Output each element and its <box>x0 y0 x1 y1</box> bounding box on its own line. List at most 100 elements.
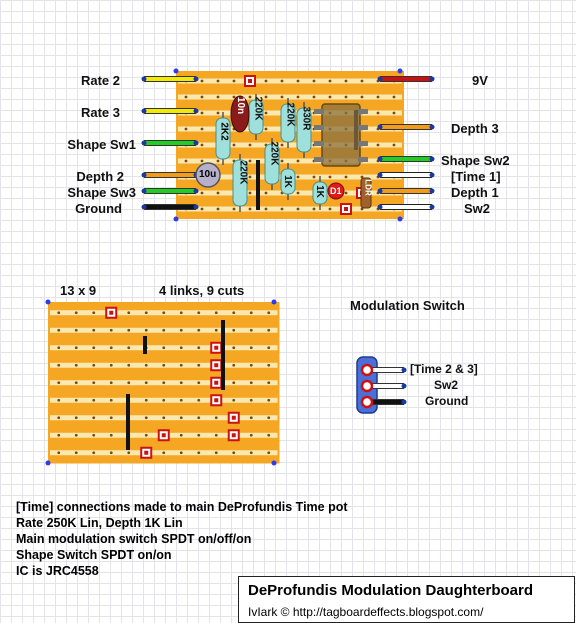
layout-board-hole <box>197 363 201 367</box>
main-board-hole <box>296 95 300 99</box>
main-board-hole <box>360 95 364 99</box>
resistor-2k2-label: 2K2 <box>218 122 230 141</box>
main-board-hole <box>200 143 204 147</box>
layout-board-hole <box>162 451 166 455</box>
strip-cut-center <box>248 79 252 83</box>
wire-depth-1-tip <box>377 188 383 194</box>
main-board-hole <box>312 207 316 211</box>
wire-rate-2-tip <box>141 76 147 82</box>
main-board-hole <box>216 191 220 195</box>
main-board-corner-dot <box>397 216 403 222</box>
layout-board-hole <box>109 416 113 420</box>
main-board-hole <box>376 143 380 147</box>
layout-board-hole <box>249 398 253 402</box>
layout-board-hole <box>144 328 148 332</box>
layout-board-hole <box>127 363 131 367</box>
layout-board-hole <box>127 451 131 455</box>
layout-board-hole <box>74 346 78 350</box>
main-board-hole <box>360 79 364 83</box>
main-board-hole <box>200 207 204 211</box>
layout-board-hole <box>249 311 253 315</box>
main-board-hole <box>328 95 332 99</box>
layout-board-hole <box>74 363 78 367</box>
main-board-hole <box>376 95 380 99</box>
layout-board-hole <box>197 416 201 420</box>
main-board-hole <box>248 175 252 179</box>
layout-cut-center <box>161 433 166 438</box>
main-board-copper-strip <box>178 158 402 164</box>
resistor-220k-d-label: 220K <box>237 160 249 185</box>
main-board-hole <box>376 111 380 115</box>
switch-wire-end <box>401 367 407 373</box>
main-board-hole <box>248 159 252 163</box>
label-ground: Ground <box>75 201 122 216</box>
main-board-corner-dot <box>397 68 403 74</box>
layout-board-hole <box>267 451 271 455</box>
layout-board-hole <box>197 346 201 350</box>
layout-board-corner-dot <box>271 299 277 305</box>
layout-board-hole <box>162 363 166 367</box>
layout-board-hole <box>249 328 253 332</box>
layout-board-hole <box>109 451 113 455</box>
main-board-hole <box>280 79 284 83</box>
layout-board-hole <box>57 416 61 420</box>
label-rate-2: Rate 2 <box>80 73 120 88</box>
layout-board-hole <box>144 398 148 402</box>
strip-cut-center <box>344 207 348 211</box>
main-board-hole <box>328 207 332 211</box>
main-board-components <box>195 94 372 212</box>
layout-board-hole <box>127 381 131 385</box>
layout-board-hole <box>232 328 236 332</box>
resistor-2k2 <box>215 117 231 160</box>
switch-lug <box>360 379 374 393</box>
main-board-copper-strip <box>178 206 402 212</box>
layout-board-hole <box>179 328 183 332</box>
wire-rate-3-tip <box>141 108 147 114</box>
capacitor-10u <box>195 162 221 188</box>
switch-lug <box>360 363 374 377</box>
layout-board-corner-dot <box>271 460 277 466</box>
main-board-hole <box>216 79 220 83</box>
layout-board-hole <box>109 398 113 402</box>
layout-cut-center <box>214 345 219 350</box>
layout-board-hole <box>127 346 131 350</box>
layout-board-hole <box>144 416 148 420</box>
layout-board-hole <box>92 311 96 315</box>
main-board-hole <box>392 111 396 115</box>
layout-board-hole <box>267 363 271 367</box>
resistor-1k-a <box>280 168 296 195</box>
layout-board-hole <box>267 433 271 437</box>
main-board-hole <box>184 127 188 131</box>
main-board-hole <box>200 95 204 99</box>
layout-board-hole <box>127 328 131 332</box>
label-shape-sw1: Shape Sw1 <box>67 137 136 152</box>
capacitor-10u-label: 10u <box>199 169 217 180</box>
main-board-hole <box>312 79 316 83</box>
layout-board-hole <box>197 381 201 385</box>
layout-board-hole <box>214 451 218 455</box>
main-board-hole <box>280 95 284 99</box>
layout-board-hole <box>74 328 78 332</box>
layout-board-hole <box>57 433 61 437</box>
main-board-hole <box>200 191 204 195</box>
diode-d1-label: D1 <box>330 186 342 196</box>
main-board-hole <box>200 79 204 83</box>
switch-wire-end <box>401 399 407 405</box>
note-line: IC is JRC4558 <box>16 564 99 578</box>
main-board-hole <box>264 79 268 83</box>
main-board-hole <box>248 207 252 211</box>
main-board-hole <box>264 111 268 115</box>
layout-stripboard <box>45 299 280 466</box>
layout-board-hole <box>144 433 148 437</box>
layout-board-hole <box>197 311 201 315</box>
main-board-hole <box>344 95 348 99</box>
wire-sw2-tip <box>377 204 383 210</box>
layout-board-hole <box>249 363 253 367</box>
wire-depth-3-tip <box>377 124 383 130</box>
layout-board-hole <box>57 346 61 350</box>
switch-wire-end <box>401 383 407 389</box>
wire-9v-tip <box>377 76 383 82</box>
main-board-copper-strip <box>178 78 402 84</box>
layout-board-hole <box>267 346 271 350</box>
main-board-hole <box>344 175 348 179</box>
